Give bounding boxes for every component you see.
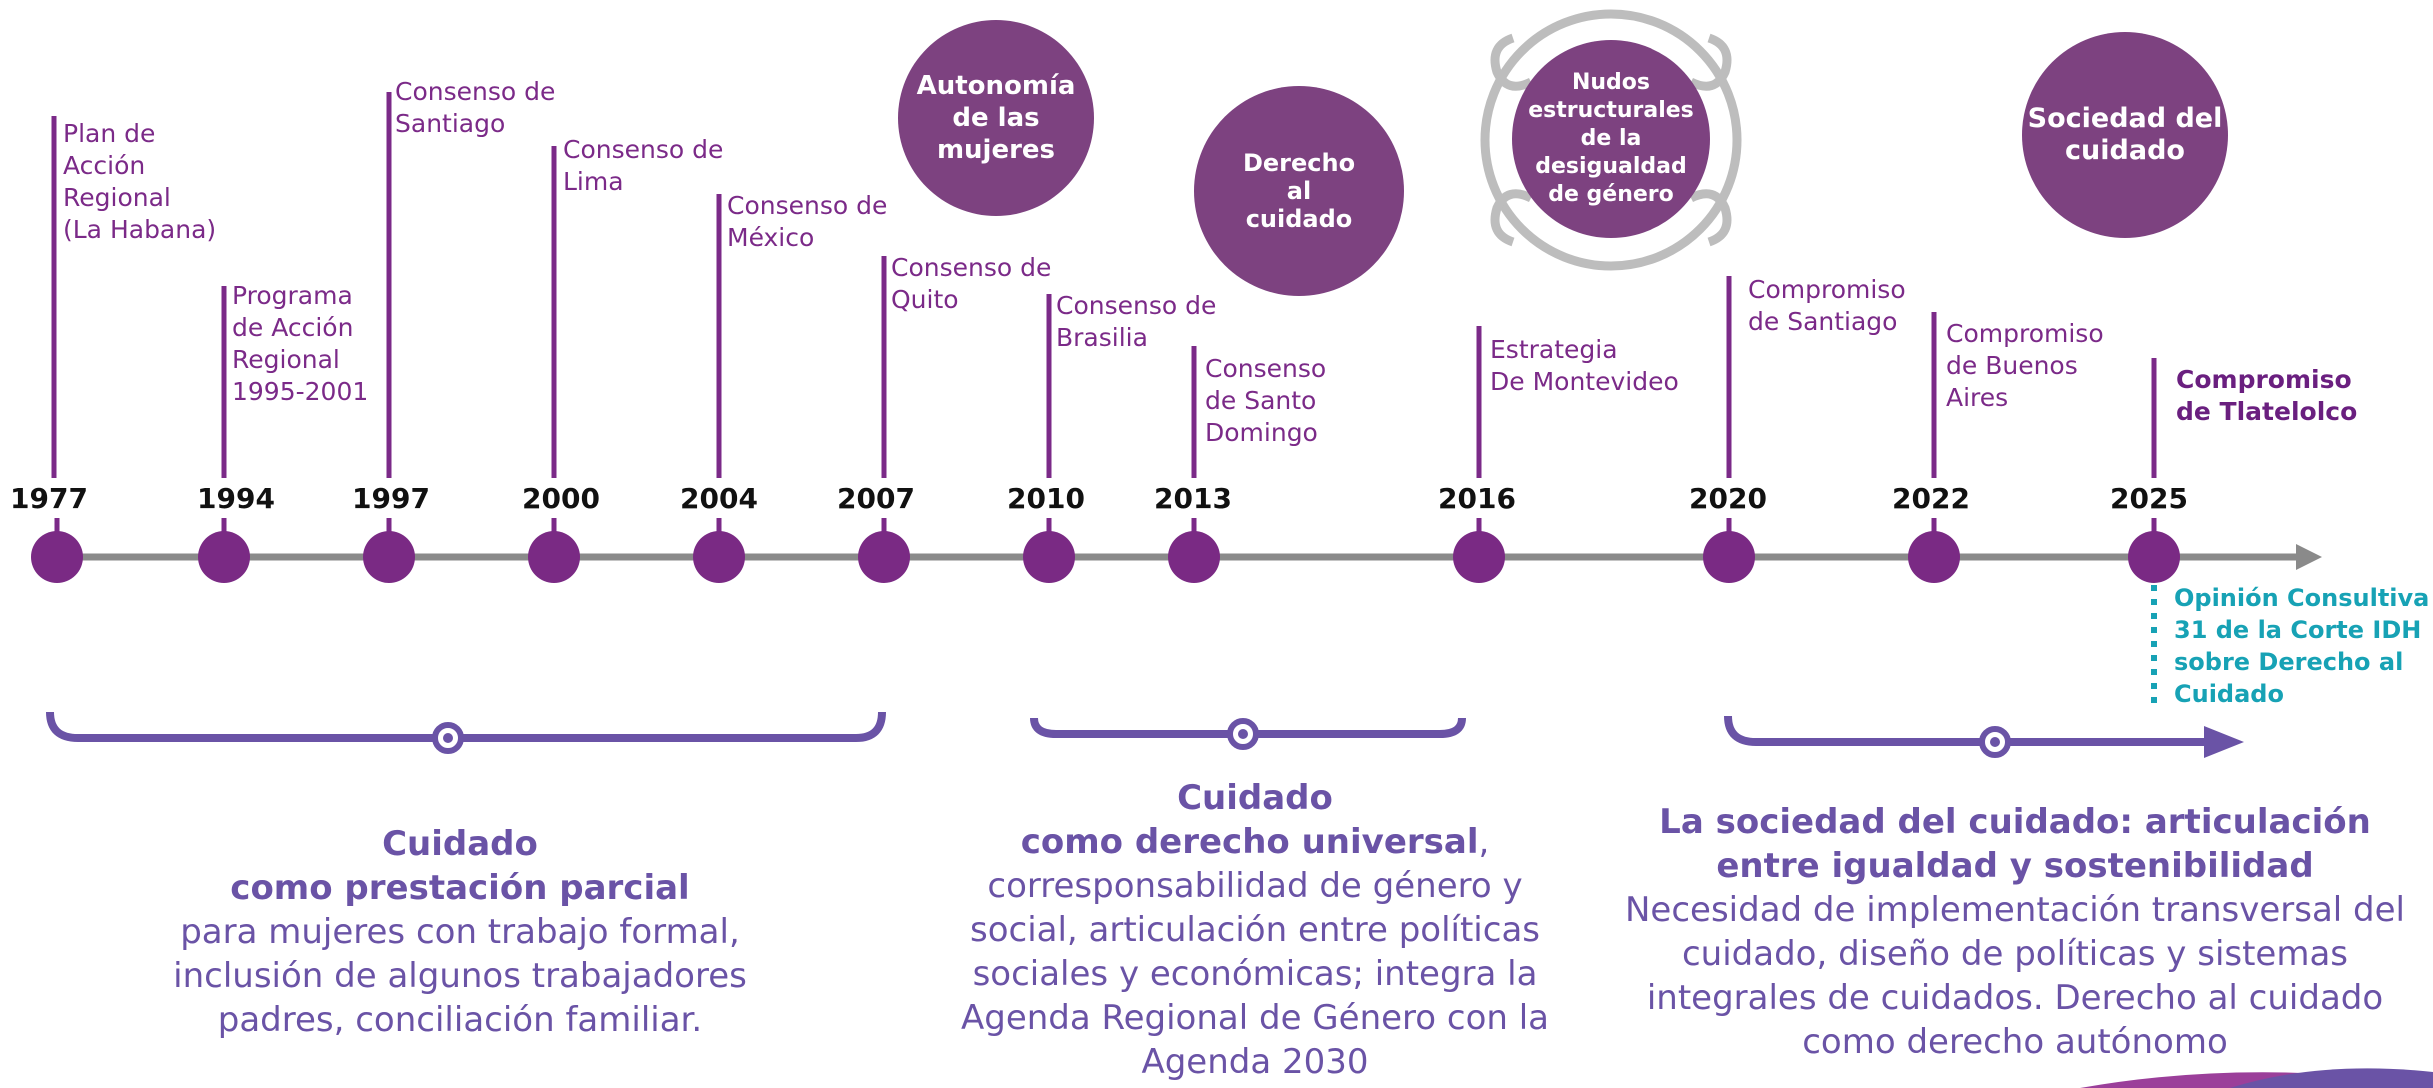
- year-1977: 1977: [10, 482, 88, 515]
- dot-1997: [363, 531, 415, 583]
- circle-derecho-cuidado: Derecho al cuidado: [1194, 86, 1404, 296]
- phase-2-subtitle: como derecho universal: [1020, 822, 1479, 862]
- circle-autonomia: Autonomía de las mujeres: [898, 20, 1094, 216]
- phase-1-body: para mujeres con trabajo formal, inclusi…: [173, 912, 747, 1040]
- phase-bracket-1: [46, 711, 886, 742]
- opinion-consultiva-label: Opinión Consultiva 31 de la Corte IDH so…: [2174, 584, 2430, 708]
- phase-3-body: Necesidad de implementación transversal …: [1625, 890, 2405, 1062]
- year-2004: 2004: [680, 482, 758, 515]
- dot-2022: [1908, 531, 1960, 583]
- phase-bracket-3: [1724, 715, 2206, 746]
- circle-sociedad-cuidado: Sociedad del cuidado: [2022, 32, 2228, 238]
- event-label-2013: Consenso de Santo Domingo: [1205, 354, 1327, 447]
- event-label-2022: Compromiso de Buenos Aires: [1946, 319, 2104, 412]
- year-2013: 2013: [1154, 482, 1232, 515]
- year-1994: 1994: [197, 482, 275, 515]
- event-label-1997: Consenso de Santiago: [395, 77, 556, 138]
- timeline-arrowhead: [2296, 544, 2322, 570]
- knot-ring-icon: [1480, 9, 1742, 271]
- circle-nudos-estructurales: Nudos estructurales de la desigualdad de…: [1512, 40, 1710, 238]
- dot-2013: [1168, 531, 1220, 583]
- event-label-2020: Compromiso de Santiago: [1748, 275, 1906, 336]
- year-2010: 2010: [1007, 482, 1085, 515]
- phase-1: Cuidado como prestación parcial para muj…: [130, 822, 790, 1042]
- dot-2010: [1023, 531, 1075, 583]
- phase-1-title: Cuidado: [382, 824, 538, 864]
- event-label-1994: Programa de Acción Regional 1995-2001: [232, 281, 369, 406]
- dot-2000: [528, 531, 580, 583]
- event-label-1977: Plan de Acción Regional (La Habana): [63, 119, 217, 244]
- year-2000: 2000: [522, 482, 600, 515]
- dot-2020: [1703, 531, 1755, 583]
- event-label-2010: Consenso de Brasilia: [1056, 291, 1217, 352]
- event-label-2004: Consenso de México: [727, 191, 888, 252]
- event-label-2007: Consenso de Quito: [891, 253, 1052, 314]
- event-label-2016: Estrategia De Montevideo: [1490, 335, 1679, 396]
- phase-3: La sociedad del cuidado: articulación en…: [1610, 800, 2420, 1064]
- dot-2025: [2128, 531, 2180, 583]
- year-2020: 2020: [1689, 482, 1767, 515]
- dot-2007: [858, 531, 910, 583]
- dot-1994: [198, 531, 250, 583]
- phase-2: Cuidado como derecho universal, correspo…: [945, 776, 1565, 1084]
- phase-1-subtitle: como prestación parcial: [230, 868, 690, 908]
- dot-2016: [1453, 531, 1505, 583]
- dot-2004: [693, 531, 745, 583]
- event-label-2000: Consenso de Lima: [563, 135, 724, 196]
- year-2007: 2007: [837, 482, 915, 515]
- phase-3-title: La sociedad del cuidado: articulación en…: [1659, 802, 2371, 886]
- year-2025: 2025: [2110, 482, 2188, 515]
- year-1997: 1997: [352, 482, 430, 515]
- dot-1977: [31, 531, 83, 583]
- event-label-2025: Compromiso de Tlatelolco: [2176, 365, 2358, 426]
- timeline-dots: [31, 531, 2180, 583]
- event-stems: [51, 92, 2157, 478]
- year-2016: 2016: [1438, 482, 1516, 515]
- phase-2-body: corresponsabilidad de género y social, a…: [960, 866, 1550, 1082]
- phase-2-title: Cuidado: [1177, 778, 1333, 818]
- phase-bracket-3-arrowhead: [2204, 726, 2244, 758]
- phase-2-subtitle-suffix: ,: [1478, 822, 1490, 862]
- year-2022: 2022: [1892, 482, 1970, 515]
